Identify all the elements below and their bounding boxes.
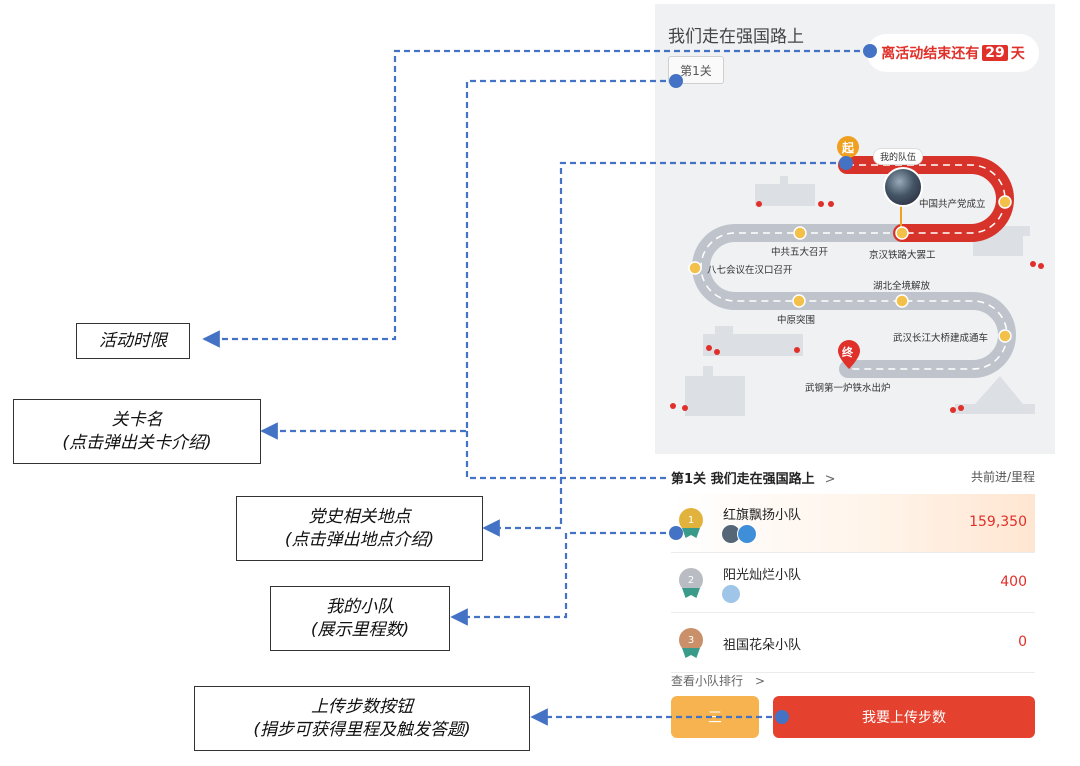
team-mileage: 159,350 [969,514,1027,530]
connector-dot [669,526,683,540]
chevron-right-icon: > [755,674,766,688]
my-team-avatar[interactable] [883,167,923,207]
upload-steps-button[interactable]: 我要上传步数 [773,696,1035,738]
annotation-line-2: (展示里程数) [310,619,410,640]
team-name: 祖国花朵小队 [723,638,802,653]
table-row[interactable]: 1 红旗飘扬小队 159,350 [671,494,1035,553]
location-label-2[interactable]: 京汉铁路大罢工 [869,250,936,261]
annotation-time-limit-text: 活动时限 [99,330,167,351]
location-label-6[interactable]: 中原突围 [777,315,816,326]
location-label-8[interactable]: 武钢第一炉铁水出炉 [805,383,891,394]
table-row[interactable]: 3 祖国花朵小队 0 [671,614,1035,673]
route-gray-dashes [700,232,1008,370]
annotation-line-1: 党史相关地点 [308,506,411,527]
team-avatars [721,584,741,604]
view-ranking-link[interactable]: 查看小队排行 > [671,672,765,689]
connector-locations [482,161,846,537]
location-label-1[interactable]: 中国共产党成立 [919,199,986,210]
team-name: 阳光灿烂小队 [723,568,802,583]
connector-dot [775,710,789,724]
medal-ribbon-icon [682,648,700,658]
city-silhouettes [685,176,1035,416]
my-team-tag: 我的队伍 [873,148,924,165]
annotation-line-2: (点击弹出地点介绍) [284,529,435,550]
medal-ribbon-icon [682,588,700,598]
avatar [721,584,741,604]
annotation-locations: 党史相关地点 (点击弹出地点介绍) [236,496,483,561]
connector-dot [863,44,877,58]
annotation-line-2: (点击弹出关卡介绍) [62,432,212,453]
connector-dot [669,74,683,88]
table-row[interactable]: 2 阳光灿烂小队 400 [671,554,1035,613]
connector-dot [839,156,853,170]
decor-trees [670,201,1044,413]
annotation-line-1: 我的小队 [326,596,394,617]
menu-button[interactable]: 三 [671,696,759,738]
medal-ribbon-icon [682,528,700,538]
location-label-3[interactable]: 中共五大召开 [771,247,829,258]
end-pin [838,340,860,369]
leaderboard-title: 第1关 我们走在强国路上 [671,472,815,487]
annotation-line-2: (捐步可获得里程及触发答题) [253,719,471,740]
end-marker: 终 [842,346,853,359]
team-mileage: 400 [1000,574,1027,590]
countdown-prefix: 离活动结束还有 [881,46,980,62]
connector-level-name-branch [465,431,670,480]
mileage-column-label: 共前进/里程 [970,470,1035,484]
route-red-dashes [847,164,1006,234]
location-label-5[interactable]: 湖北全境解放 [873,281,931,292]
connector-my-team [450,531,676,626]
annotation-upload: 上传步数按钮 (捐步可获得里程及触发答题) [194,686,530,751]
chevron-right-icon: > [824,472,836,487]
avatar [737,524,757,544]
location-label-7[interactable]: 武汉长江大桥建成通车 [893,333,989,344]
team-avatars [721,524,757,544]
start-marker: 起 [837,136,859,158]
page-title: 我们走在强国路上 [668,27,804,47]
annotation-my-team: 我的小队 (展示里程数) [270,586,450,651]
location-dots[interactable] [688,195,1012,343]
team-mileage: 0 [1018,634,1027,650]
route-path [670,156,1044,416]
annotation-level-name: 关卡名 (点击弹出关卡介绍) [13,399,261,464]
team-name: 红旗飘扬小队 [723,508,802,523]
leaderboard-header[interactable]: 第1关 我们走在强国路上 > [671,468,835,487]
annotation-line-1: 关卡名 [111,409,163,430]
view-ranking-label: 查看小队排行 [671,674,744,688]
annotation-time-limit: 活动时限 [76,323,190,359]
connector-time-limit [202,49,870,348]
countdown-suffix: 天 [1010,46,1025,62]
countdown-days: 29 [982,45,1008,61]
location-label-4[interactable]: 八七会议在汉口召开 [707,265,793,276]
connector-level-name [260,79,676,440]
annotation-line-1: 上传步数按钮 [311,696,413,717]
